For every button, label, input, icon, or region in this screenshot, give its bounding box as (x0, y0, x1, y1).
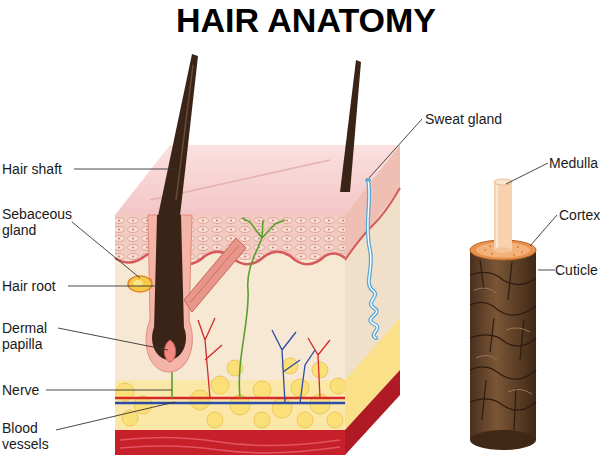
part-label: Hair shaft (2, 161, 82, 177)
part-label: Medulla (549, 155, 609, 171)
part-label: Blood vessels (2, 420, 62, 452)
part-label: Nerve (2, 382, 62, 398)
part-label: Cortex (559, 207, 609, 223)
part-label: Sweat gland (425, 111, 525, 127)
part-label: Dermal papilla (2, 320, 62, 352)
part-label: Sebaceous gland (2, 206, 74, 238)
part-label: Hair root (2, 278, 82, 294)
diagram-title: HAIR ANATOMY (0, 0, 612, 40)
part-label: Cuticle (555, 262, 609, 278)
